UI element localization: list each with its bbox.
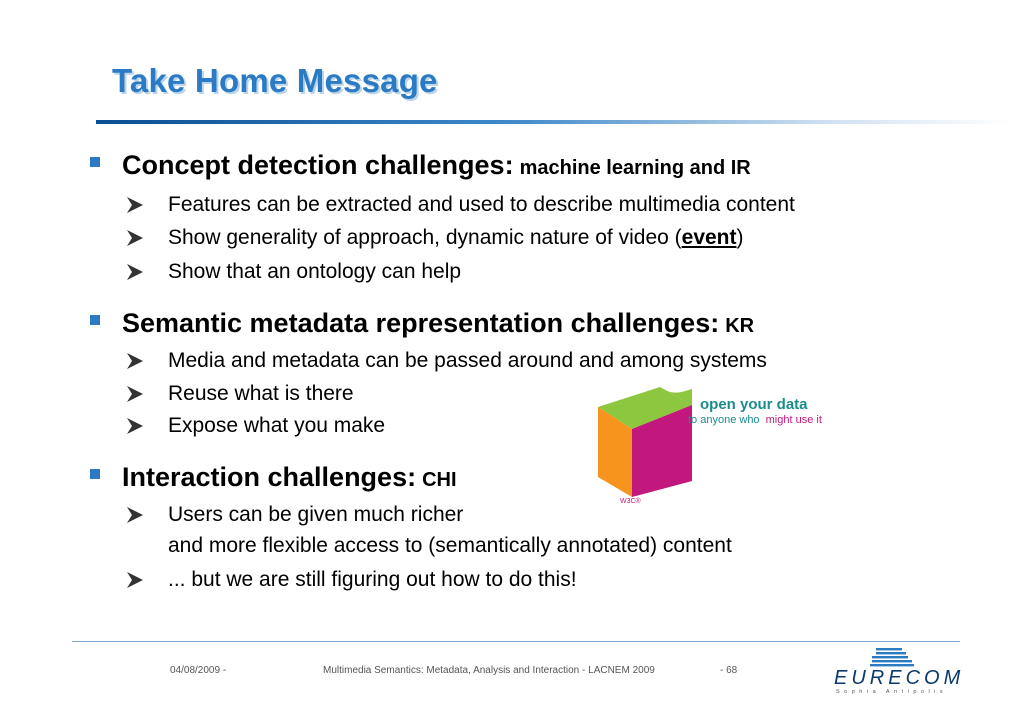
sub-bullet-text: Features can be extracted and used to de… bbox=[168, 193, 795, 216]
square-bullet-icon bbox=[90, 469, 100, 479]
footer-page-number: - 68 bbox=[720, 665, 738, 676]
arrow-bullet-icon bbox=[127, 264, 143, 280]
eurecom-stripes-icon bbox=[870, 648, 914, 667]
arrow-bullet-icon bbox=[127, 197, 143, 213]
footer-caption: Multimedia Semantics: Metadata, Analysis… bbox=[323, 665, 655, 676]
eurecom-logo: EURECOM Sophia Antipolis bbox=[834, 648, 962, 695]
arrow-bullet-icon bbox=[127, 230, 143, 246]
footer-rule bbox=[72, 641, 960, 642]
sub-bullet-text: ... but we are still figuring out how to… bbox=[168, 568, 577, 591]
title-underline bbox=[96, 120, 1011, 124]
section-heading: Concept detection challenges: bbox=[122, 150, 514, 180]
sub-bullet-text: Reuse what is there bbox=[168, 382, 354, 405]
arrow-bullet-icon bbox=[127, 418, 143, 434]
square-bullet-icon bbox=[90, 157, 100, 167]
logo-badge: W3C® bbox=[620, 497, 642, 505]
sub-bullet-text: Expose what you make bbox=[168, 414, 386, 437]
logo-green-flap bbox=[660, 387, 692, 405]
sub-bullet-continuation: and more flexible access to (semanticall… bbox=[168, 534, 732, 557]
square-bullet-icon bbox=[90, 315, 100, 325]
section-suffix: CHI bbox=[422, 469, 457, 491]
logo-line2-b: might use it bbox=[766, 414, 822, 426]
sub-bullet-text: Users can be given much richer bbox=[168, 503, 464, 526]
sub-bullet-text: Show that an ontology can help bbox=[168, 260, 462, 283]
closing-paren: ) bbox=[736, 226, 744, 249]
sub-bullet-text: Show generality of approach, dynamic nat… bbox=[168, 226, 682, 249]
logo-line2-a: to anyone who bbox=[688, 414, 760, 426]
eurecom-tagline: Sophia Antipolis bbox=[836, 689, 947, 695]
slide-title: Take Home Message bbox=[112, 62, 438, 99]
arrow-bullet-icon bbox=[127, 507, 143, 523]
logo-orange-face bbox=[598, 407, 632, 497]
logo-line1: open your data bbox=[700, 396, 808, 413]
event-emphasis: event bbox=[681, 226, 737, 249]
section-suffix: machine learning and IR bbox=[519, 157, 751, 179]
logo-green-face bbox=[598, 387, 692, 429]
eurecom-wordmark: EURECOM bbox=[834, 667, 962, 689]
logo-magenta-face bbox=[632, 405, 692, 497]
arrow-bullet-icon bbox=[127, 572, 143, 588]
section-heading: Semantic metadata representation challen… bbox=[122, 308, 720, 338]
svg-text:to anyone who might use it: to anyone who might use it bbox=[688, 414, 822, 426]
arrow-bullet-icon bbox=[127, 353, 143, 369]
arrow-bullet-icon bbox=[127, 386, 143, 402]
footer-date: 04/08/2009 - bbox=[170, 665, 227, 676]
open-your-data-logo: W3C® open your data to anyone who might … bbox=[598, 387, 822, 505]
section-suffix: KR bbox=[725, 315, 755, 337]
section-heading: Interaction challenges: bbox=[122, 462, 417, 492]
sub-bullet-text: Media and metadata can be passed around … bbox=[168, 349, 767, 372]
